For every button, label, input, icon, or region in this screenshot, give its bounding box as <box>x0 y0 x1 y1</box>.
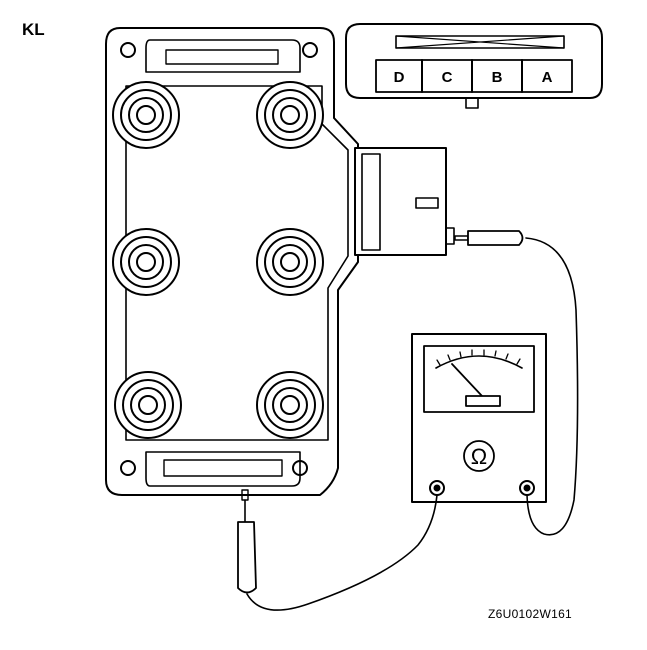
spark-plug-tower <box>256 81 324 149</box>
ohmmeter-body <box>411 333 547 503</box>
test-probe-tip <box>454 235 469 241</box>
mounting-hole <box>292 460 308 476</box>
ignition-coil-pack <box>105 27 455 496</box>
test-lead-wire <box>246 494 438 611</box>
test-probe-handle <box>467 230 524 246</box>
connector-pin-label: A <box>542 69 553 86</box>
test-lead-wire <box>525 237 579 536</box>
ohmmeter-needle <box>451 363 483 397</box>
ohmmeter: Ω <box>411 333 547 503</box>
variant-label: KL <box>22 20 45 39</box>
connector-face-outline <box>345 23 603 99</box>
bottom-mounting-tab <box>145 451 301 487</box>
spark-plug-tower <box>256 228 324 296</box>
ohm-unit-symbol: Ω <box>471 444 487 469</box>
connector-latch <box>465 97 479 109</box>
connector-pin-label: C <box>442 69 453 86</box>
spark-plug-tower <box>114 371 182 439</box>
coil-housing-inner <box>125 85 349 441</box>
mounting-hole <box>302 42 318 58</box>
test-lead-negative <box>237 489 438 611</box>
spark-plug-tower <box>112 228 180 296</box>
test-probe-handle <box>237 521 257 594</box>
ohmmeter-display <box>423 345 535 413</box>
connector-pin-label: B <box>492 69 503 86</box>
coil-housing-outline <box>105 27 359 496</box>
test-probe-tip <box>241 489 249 501</box>
ohmmeter-scale <box>435 355 523 369</box>
ohm-symbol-ring <box>463 440 495 472</box>
top-mounting-tab <box>145 39 301 73</box>
mounting-hole <box>120 460 136 476</box>
coil-connector-socket <box>354 147 455 256</box>
figure-code: Z6U0102W161 <box>488 607 573 621</box>
test-lead-positive <box>454 230 579 536</box>
spark-plug-tower <box>112 81 180 149</box>
mounting-hole <box>120 42 136 58</box>
connector-face: D C B A <box>345 23 603 109</box>
spark-plug-tower <box>256 371 324 439</box>
connector-pin-label: D <box>394 69 405 86</box>
